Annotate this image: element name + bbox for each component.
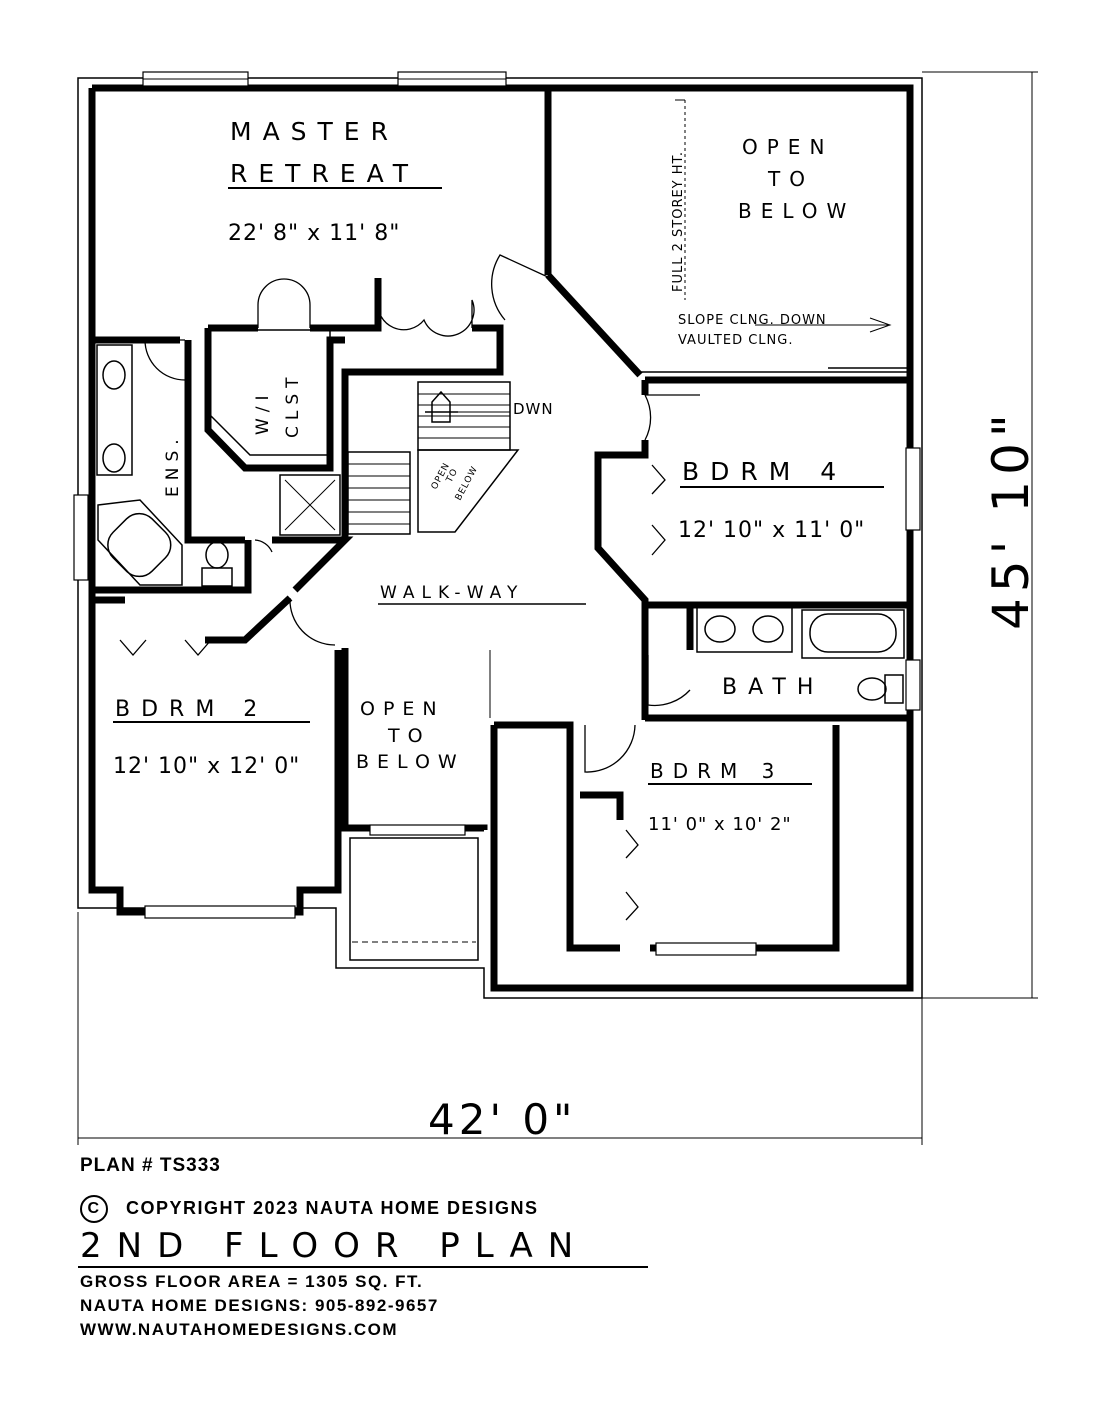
master-retreat-name-line1: MASTER xyxy=(230,117,399,146)
bedroom4-size: 12' 10" x 11' 0" xyxy=(678,518,865,543)
open-to-below-foyer-line3: BELOW xyxy=(356,751,465,773)
gross-floor-area: GROSS FLOOR AREA = 1305 SQ. FT. xyxy=(80,1272,424,1291)
bedroom2-size: 12' 10" x 12' 0" xyxy=(113,754,300,779)
open-to-below-main-line1: OPEN xyxy=(742,135,833,159)
bedroom3-name: BDRM 3 xyxy=(650,759,783,783)
slope-ceiling-note: SLOPE CLNG. DOWN xyxy=(678,313,827,328)
dimension-lines xyxy=(77,71,1038,1145)
bedroom3-size: 11' 0" x 10' 2" xyxy=(648,814,792,835)
vaulted-ceiling-note: VAULTED CLNG. xyxy=(678,333,793,348)
interior-walls xyxy=(88,88,910,961)
master-retreat-name-line2: RETREAT xyxy=(230,159,419,188)
title-underline xyxy=(78,1266,648,1268)
exterior-walls xyxy=(73,71,923,999)
bath-label: BATH xyxy=(722,675,824,700)
walkway-label: WALK-WAY xyxy=(380,583,524,603)
plumbing-fixtures xyxy=(96,329,905,718)
website: WWW.NAUTAHOMEDESIGNS.COM xyxy=(80,1320,399,1339)
ensuite-label: ENS. xyxy=(163,433,183,497)
staircase xyxy=(347,381,520,535)
room-labels: MASTER RETREAT 22' 8" x 11' 8" OPEN TO B… xyxy=(113,117,1040,1144)
width-dimension: 42' 0" xyxy=(428,1095,576,1144)
open-to-below-main-line2: TO xyxy=(767,167,814,191)
stair-down-label: DWN xyxy=(513,400,554,418)
bedroom2-name: BDRM 2 xyxy=(115,697,268,722)
closet-label-line1: W/I xyxy=(253,389,273,435)
door-swings xyxy=(119,254,700,921)
bedroom4-name: BDRM 4 xyxy=(682,457,847,486)
copyright-line: C COPYRIGHT 2023 NAUTA HOME DESIGNS xyxy=(80,1195,539,1223)
master-retreat-size: 22' 8" x 11' 8" xyxy=(228,221,400,246)
open-to-below-foyer-line2: TO xyxy=(387,725,431,747)
open-to-below-main-line3: BELOW xyxy=(738,199,855,223)
sheet-title: 2ND FLOOR PLAN xyxy=(80,1226,589,1266)
copyright-icon: C xyxy=(80,1195,108,1223)
full-storey-note: FULL 2 STOREY HT. xyxy=(671,151,686,292)
depth-dimension: 45' 10" xyxy=(982,408,1040,630)
copyright-text: COPYRIGHT 2023 NAUTA HOME DESIGNS xyxy=(126,1197,539,1218)
designer-phone: NAUTA HOME DESIGNS: 905-892-9657 xyxy=(80,1296,439,1315)
open-to-below-foyer-line1: OPEN xyxy=(360,698,445,720)
plan-number: PLAN # TS333 xyxy=(80,1155,221,1176)
closet-label-line2: CLST xyxy=(283,371,303,438)
